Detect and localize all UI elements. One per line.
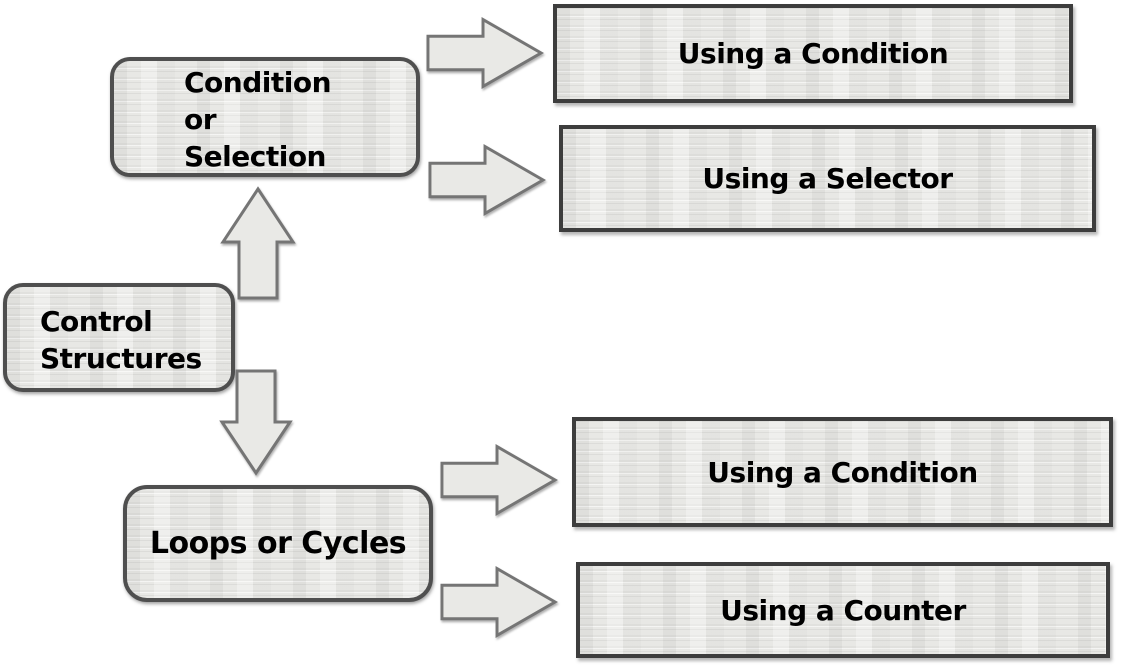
- down-arrow-icon: [219, 369, 293, 476]
- right-arrow-icon: [440, 566, 558, 638]
- leaf-label: Using a Condition: [677, 37, 949, 70]
- node-condition-or-selection: Condition or Selection: [110, 57, 420, 177]
- node-label-line: Structures: [40, 342, 202, 375]
- up-arrow-icon: [220, 186, 296, 300]
- node-label-line: or: [184, 103, 217, 136]
- node-control-structures: Control Structures: [3, 283, 235, 392]
- right-arrow-icon: [426, 17, 544, 89]
- node-label: Loops or Cycles: [149, 526, 407, 561]
- leaf-using-a-condition-bottom: Using a Condition: [572, 417, 1113, 527]
- leaf-label: Using a Counter: [720, 593, 966, 627]
- node-label-line: Control: [40, 305, 153, 338]
- leaf-label: Using a Condition: [707, 455, 978, 489]
- leaf-label: Using a Selector: [702, 162, 953, 195]
- leaf-using-a-selector: Using a Selector: [559, 125, 1096, 232]
- node-label-line: Condition: [184, 66, 332, 99]
- node-loops-or-cycles: Loops or Cycles: [123, 485, 433, 602]
- right-arrow-icon: [428, 144, 546, 216]
- node-label-line: Selection: [184, 140, 327, 173]
- leaf-using-a-condition-top: Using a Condition: [553, 4, 1073, 103]
- leaf-using-a-counter: Using a Counter: [576, 562, 1110, 658]
- right-arrow-icon: [440, 444, 558, 516]
